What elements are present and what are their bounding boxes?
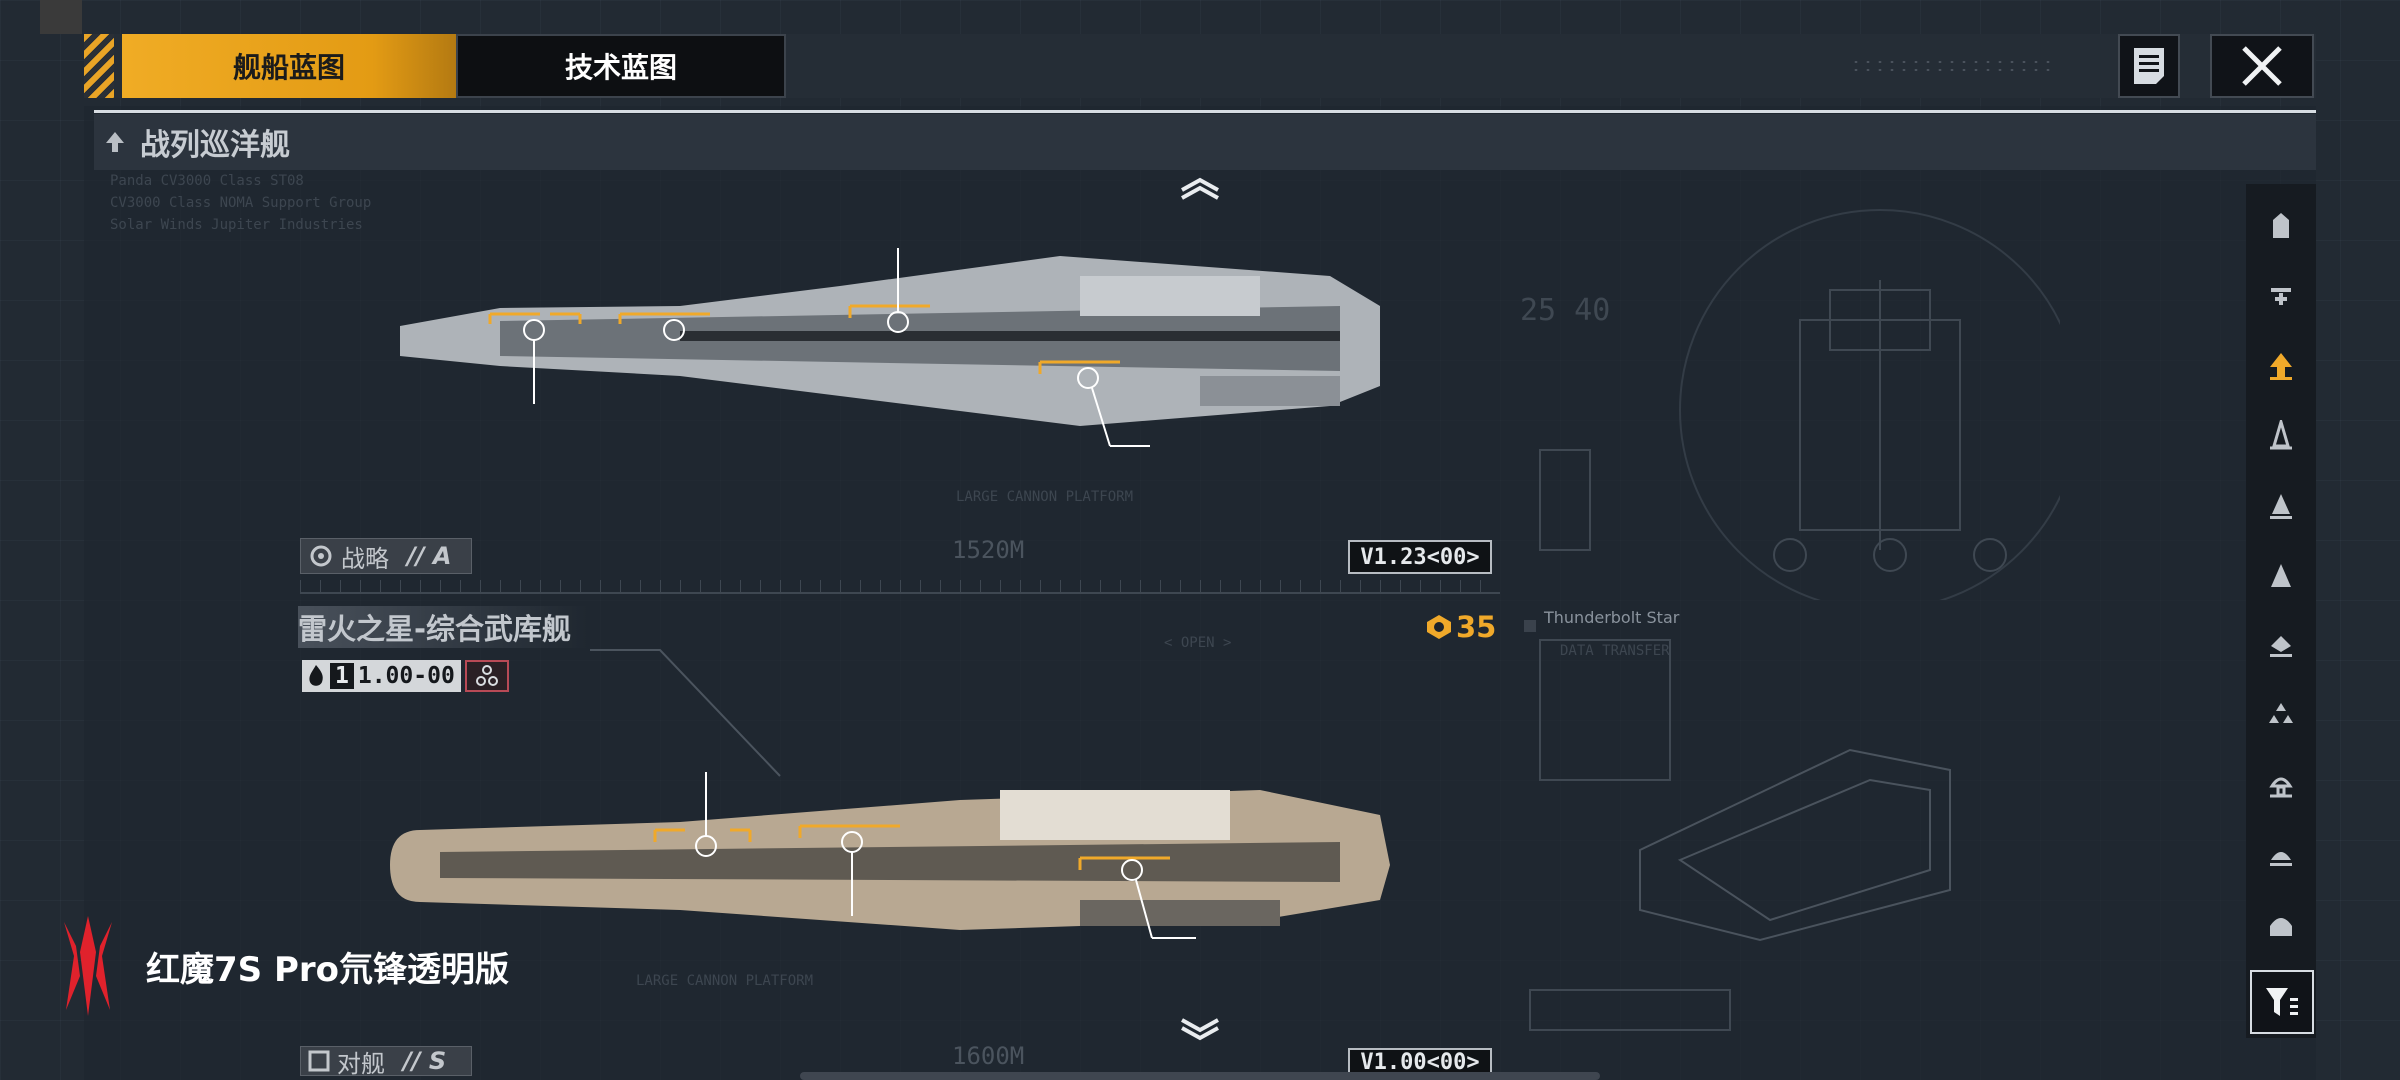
category-title: 战列巡洋舰 bbox=[140, 128, 290, 163]
cannon-platform-note-2: LARGE CANNON PLATFORM bbox=[636, 970, 813, 992]
watermark-text: 红魔7S Pro氘锋透明版 bbox=[146, 949, 510, 990]
filter-icon bbox=[2266, 988, 2298, 1016]
ship1-role-label: 战略 bbox=[341, 544, 389, 573]
ship2-grade-box: 1 1.00-00 bbox=[302, 660, 461, 692]
ship-type-sidebar bbox=[2246, 184, 2316, 1038]
cannon-platform-note-text: LARGE CANNON PLATFORM bbox=[956, 489, 1134, 505]
station-icon bbox=[2269, 777, 2293, 798]
anti-ship-icon bbox=[308, 1050, 330, 1072]
sidebar-item-cruiser[interactable] bbox=[2246, 400, 2316, 470]
weapon-schematic-diagram bbox=[1524, 620, 1951, 1031]
ship2-version: V1.00<00> bbox=[1348, 1048, 1492, 1076]
ship2-blueprint-image[interactable] bbox=[380, 770, 1400, 950]
ship2-role-badge: 对舰 // S bbox=[300, 1046, 472, 1078]
battlecruiser-icon bbox=[106, 132, 124, 152]
sidebar-item-frigate[interactable] bbox=[2246, 540, 2316, 610]
ship2-pointer-line bbox=[590, 649, 781, 777]
ship2-grade-num: 1 bbox=[330, 663, 354, 689]
ship1-role-badge: 战略 // A bbox=[300, 538, 472, 574]
red-magic-logo-icon bbox=[64, 916, 112, 1016]
data-transfer-note-text: DATA TRANSFER bbox=[1560, 643, 1670, 659]
data-transfer-note: DATA TRANSFER bbox=[1560, 640, 1670, 662]
ship2-grade-badge: 1 1.00-00 bbox=[302, 660, 509, 692]
sidebar-item-carrier[interactable] bbox=[2246, 190, 2316, 260]
open-note: < OPEN > bbox=[1164, 632, 1231, 654]
filter-button[interactable] bbox=[2250, 970, 2314, 1034]
ship2-module-button[interactable] bbox=[464, 660, 509, 692]
ship2-cost: 35 bbox=[1426, 610, 1496, 644]
ship1-role-code: // A bbox=[407, 542, 452, 570]
category-header: 战列巡洋舰 bbox=[94, 114, 2316, 170]
ship1-version: V1.23<00> bbox=[1348, 540, 1492, 574]
tab-ship-blueprint[interactable]: 舰船蓝图 bbox=[122, 34, 456, 98]
sidebar-item-fighter-squad[interactable] bbox=[2246, 680, 2316, 750]
cannon-platform-note-2-text: LARGE CANNON PLATFORM bbox=[636, 973, 814, 989]
decorative-dots bbox=[1850, 58, 2050, 72]
sidebar-item-hangar[interactable] bbox=[2246, 890, 2316, 960]
device-watermark: 红魔7S Pro氘锋透明版 bbox=[56, 916, 509, 1016]
sidebar-item-auxiliary[interactable] bbox=[2246, 260, 2316, 330]
sidebar-item-destroyer[interactable] bbox=[2246, 470, 2316, 540]
carrier-icon bbox=[2273, 213, 2289, 238]
hazard-stripe-tag bbox=[84, 34, 114, 98]
strategy-gear-icon bbox=[310, 545, 332, 567]
sidebar-item-station[interactable] bbox=[2246, 750, 2316, 820]
ship2-name-bar: 雷火之星-综合武库舰 bbox=[298, 606, 588, 648]
ship2-length: 1600M bbox=[952, 1042, 1025, 1070]
auxiliary-icon bbox=[2271, 288, 2291, 305]
close-x-icon bbox=[2242, 46, 2282, 86]
corvette-icon bbox=[2270, 636, 2292, 657]
tab-ship-blueprint-label: 舰船蓝图 bbox=[232, 51, 345, 84]
ship2-grade-value: 1.00-00 bbox=[357, 663, 455, 689]
sidebar-item-corvette[interactable] bbox=[2246, 610, 2316, 680]
scale-ruler bbox=[300, 580, 1500, 594]
sidebar-item-battlecruiser[interactable] bbox=[2246, 330, 2316, 400]
cruiser-icon bbox=[2270, 420, 2292, 450]
close-button[interactable] bbox=[2210, 34, 2314, 98]
scroll-up-chevron-icon[interactable] bbox=[1178, 176, 1222, 200]
cannon-platform-note: LARGE CANNON PLATFORM bbox=[956, 486, 1133, 508]
hangar-icon bbox=[2270, 918, 2292, 936]
frigate-icon bbox=[2271, 564, 2291, 587]
ship2-role-code: // S bbox=[403, 1047, 447, 1075]
tab-tech-blueprint[interactable]: 技术蓝图 bbox=[456, 34, 786, 98]
battlecruiser-icon bbox=[2270, 353, 2292, 380]
dome-icon bbox=[2270, 852, 2292, 866]
flame-grade-icon bbox=[309, 665, 323, 686]
ship1-blueprint-image[interactable] bbox=[380, 236, 1400, 456]
ship2-name: 雷火之星-综合武库舰 bbox=[298, 612, 572, 646]
open-note-text: < OPEN > bbox=[1164, 635, 1232, 651]
sidebar-item-dome[interactable] bbox=[2246, 820, 2316, 890]
home-indicator-bar[interactable] bbox=[800, 1072, 1600, 1080]
destroyer-icon bbox=[2270, 494, 2292, 519]
ship-english-name: Thunderbolt Star bbox=[1544, 608, 1680, 627]
header-divider bbox=[94, 110, 2316, 113]
ship-schematic-diagram: 25 40 bbox=[1520, 209, 2060, 600]
fighter-squad-icon bbox=[2269, 703, 2293, 723]
scroll-down-chevron-icon[interactable] bbox=[1178, 1018, 1222, 1042]
corner-status-block bbox=[40, 0, 82, 34]
ship2-cost-value: 35 bbox=[1456, 610, 1497, 644]
svg-text:25 40: 25 40 bbox=[1520, 293, 1610, 328]
list-button[interactable] bbox=[2118, 34, 2180, 98]
tab-tech-blueprint-label: 技术蓝图 bbox=[564, 51, 677, 84]
cost-resource-icon bbox=[1427, 615, 1451, 639]
module-nodes-icon bbox=[475, 665, 498, 686]
ship2-role-label: 对舰 bbox=[337, 1049, 385, 1078]
document-list-icon bbox=[2134, 48, 2164, 84]
ship1-length: 1520M bbox=[952, 536, 1025, 564]
